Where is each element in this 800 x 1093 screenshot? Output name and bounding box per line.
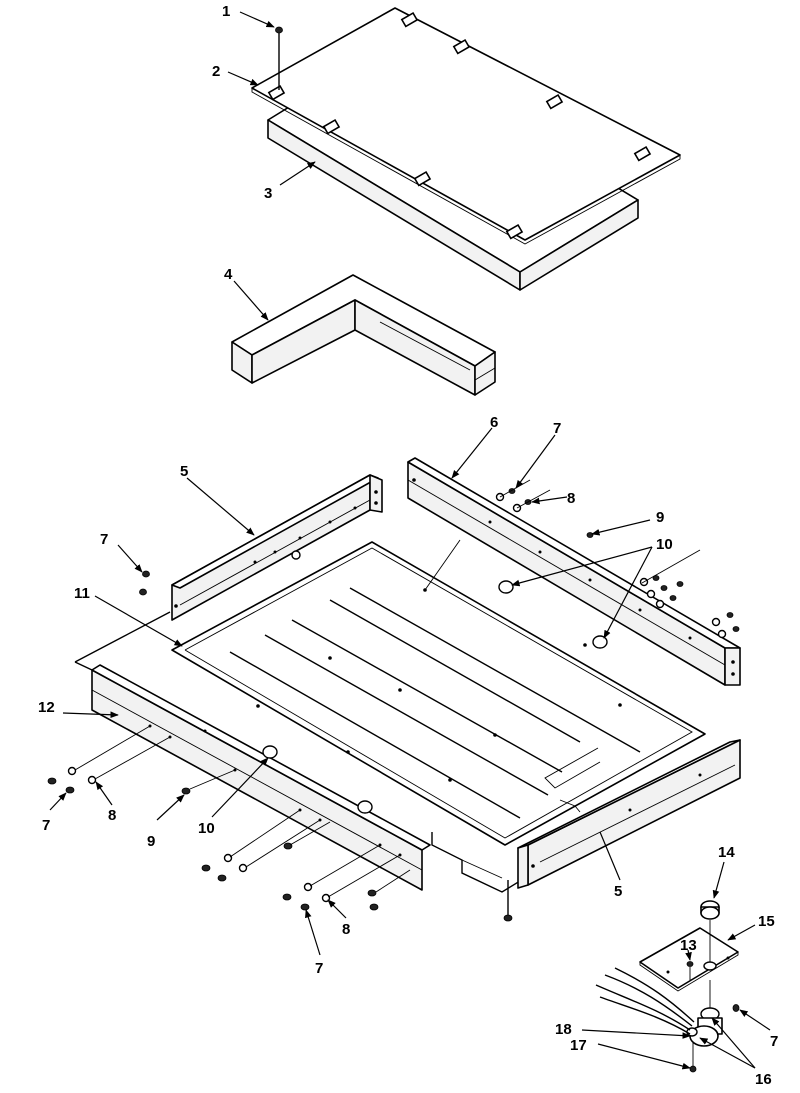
callout-7-right-rail: 7	[553, 420, 561, 437]
callout-7-front-right: 7	[315, 960, 323, 977]
callout-4: 4	[224, 266, 233, 283]
callout-7-front-left: 7	[42, 817, 50, 834]
valve-assembly	[595, 900, 740, 1073]
right-rail	[407, 457, 741, 686]
callout-17: 17	[570, 1037, 587, 1054]
callout-13: 13	[680, 937, 697, 954]
callout-8-front-right: 8	[342, 921, 350, 938]
callout-9-front: 9	[147, 833, 155, 850]
callout-9-right-rail: 9	[656, 509, 664, 526]
base-pan	[171, 539, 706, 846]
callout-16: 16	[755, 1071, 772, 1088]
top-plate	[251, 7, 681, 245]
callout-5-front-right: 5	[614, 883, 622, 900]
callout-8-right-rail: 8	[567, 490, 575, 507]
callout-10-right-rail: 10	[656, 536, 673, 553]
left-rail	[171, 474, 383, 621]
callout-7-left-rail: 7	[100, 531, 108, 548]
top-screw	[275, 26, 283, 90]
callout-14: 14	[718, 844, 735, 861]
callout-6: 6	[490, 414, 498, 431]
callout-18: 18	[555, 1021, 572, 1038]
callout-labels: 1 2 3 4 5 6 7 8 9 10 7 11 12 7 8 9 10 8 …	[38, 3, 778, 1088]
callout-11: 11	[74, 585, 90, 602]
alignment-lines	[74, 479, 701, 898]
callout-8-front-left: 8	[108, 807, 116, 824]
l-cushion	[231, 274, 496, 396]
callout-3: 3	[264, 185, 272, 202]
callout-7-valve: 7	[770, 1033, 778, 1050]
callout-10-front: 10	[198, 820, 215, 837]
clamps	[262, 580, 608, 814]
callout-2: 2	[212, 63, 220, 80]
leader-lines	[49, 11, 771, 1070]
callout-12: 12	[38, 699, 55, 716]
callout-5-left-rail: 5	[180, 463, 188, 480]
right-front-rail	[517, 739, 741, 889]
callout-1: 1	[222, 3, 230, 20]
callout-15: 15	[758, 913, 775, 930]
